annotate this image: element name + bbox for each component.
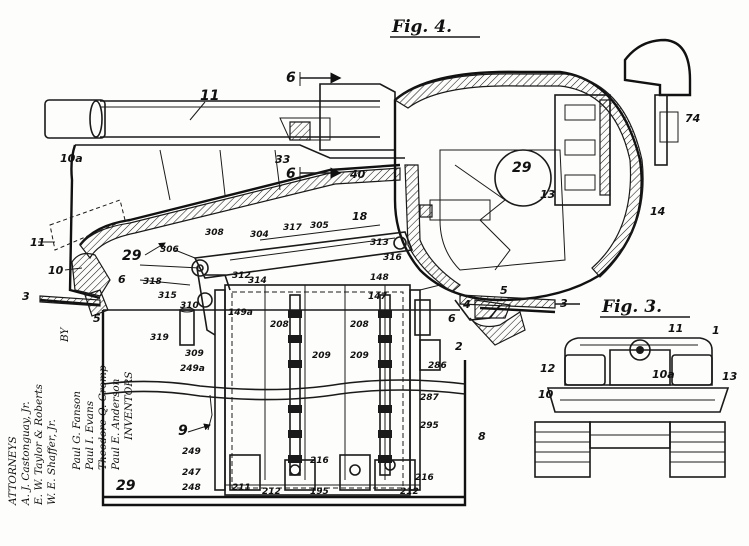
- ref-2: 2: [455, 340, 463, 353]
- ref-314: 314: [248, 276, 267, 286]
- ref-317: 317: [283, 223, 303, 233]
- ref-310: 310: [180, 301, 199, 311]
- ref-319: 319: [150, 333, 169, 343]
- gun-barrel: [44, 83, 396, 151]
- attorney-sig-1: W. E. Shaffer, Jr.: [46, 419, 58, 505]
- reference-labels: 11 10a 10 11 29 29 13 14 74 33 40 18 305…: [22, 88, 738, 497]
- attorney-sig-3: A. J. Castonguay, Jr.: [20, 401, 32, 506]
- inventors-heading: INVENTORS: [123, 372, 135, 441]
- ref-195: 195: [310, 487, 329, 497]
- sight-circle: [494, 149, 552, 207]
- ref-33: 33: [275, 153, 291, 166]
- ref-11: 11: [200, 88, 219, 104]
- ref-18: 18: [352, 210, 368, 223]
- inventor-name-3: Paul I. Evans: [84, 400, 96, 471]
- hull-upper: [38, 144, 405, 300]
- ref-10a: 10a: [60, 152, 83, 165]
- ref-212-right: 212: [400, 487, 419, 497]
- ref-4: 4: [462, 298, 471, 311]
- inventor-name-1: Paul E. Anderson: [110, 378, 122, 471]
- section-mark-top: 6: [286, 70, 296, 86]
- by-label: BY: [59, 326, 71, 343]
- ref-13-circle: 13: [540, 188, 556, 201]
- ref-216-right: 216: [415, 473, 434, 483]
- section-marks: 6 6: [286, 70, 342, 182]
- ref-312: 312: [232, 271, 251, 281]
- ref-148: 148: [370, 273, 389, 283]
- ref-304: 304: [250, 230, 269, 240]
- ref-309: 309: [185, 349, 204, 359]
- ref-287: 287: [420, 393, 440, 403]
- ref-308: 308: [205, 228, 224, 238]
- ammo-rack: [101, 284, 467, 507]
- ref-208a: 208: [270, 320, 289, 330]
- ref-29-left: 29: [122, 248, 142, 264]
- ref-149a: 149a: [228, 308, 253, 318]
- ref-249a: 249a: [180, 364, 205, 374]
- ref-212-left: 212: [262, 487, 281, 497]
- inventor-name-2: Theodore Q. Cromp: [97, 365, 109, 470]
- ref-10: 10: [48, 264, 64, 277]
- fig3-ref-10a: 10a: [652, 368, 675, 381]
- ref-3-left: 3: [22, 290, 30, 303]
- ref-315: 315: [158, 291, 177, 301]
- fig3-ref-12: 12: [540, 362, 556, 375]
- attorney-sig-2: E. W. Taylor & Roberts: [33, 384, 45, 506]
- inventor-name-4: Paul G. Fanson: [71, 391, 83, 471]
- fig4-title: Fig. 4.: [390, 17, 480, 38]
- ref-306: 306: [160, 245, 179, 255]
- ref-8: 8: [478, 430, 486, 443]
- ref-208b: 208: [350, 320, 369, 330]
- fig3-ref-11: 11: [668, 322, 683, 335]
- fig3: Fig. 3.: [534, 297, 730, 478]
- ref-248: 248: [182, 483, 201, 493]
- ref-286: 286: [428, 361, 447, 371]
- inventors-block: ATTORNEYS A. J. Castonguay, Jr. E. W. Ta…: [7, 326, 135, 506]
- front-plates: [39, 289, 556, 346]
- ref-29-bottom: 29: [116, 478, 136, 494]
- ref-9: 9: [178, 423, 188, 439]
- ref-318: 318: [143, 277, 162, 287]
- ref-14: 14: [650, 205, 665, 218]
- ref-247: 247: [182, 468, 202, 478]
- ref-147: 147: [368, 292, 388, 302]
- fig3-ref-13: 13: [722, 370, 738, 383]
- ref-209b: 209: [350, 351, 369, 361]
- fig3-title-text: Fig. 3.: [601, 297, 662, 317]
- attorneys-heading: ATTORNEYS: [7, 436, 19, 506]
- fig4-title-text: Fig. 4.: [391, 17, 452, 37]
- ref-3-right: 3: [560, 297, 568, 310]
- ref-40: 40: [349, 168, 366, 181]
- chain-links-right: [378, 310, 392, 463]
- ref-29-circle: 29: [512, 160, 532, 176]
- ref-5-left: 5: [93, 312, 101, 325]
- ref-295: 295: [420, 421, 439, 431]
- ref-5-right: 5: [500, 284, 508, 297]
- ref-211: 211: [232, 483, 251, 493]
- fig3-ref-1: 1: [712, 324, 720, 337]
- ref-249: 249: [182, 447, 201, 457]
- fig3-ref-10: 10: [538, 388, 554, 401]
- ref-6-left: 6: [118, 273, 126, 286]
- ref-305: 305: [310, 221, 329, 231]
- turret: [393, 38, 692, 309]
- ref-74: 74: [685, 112, 700, 125]
- ref-209a: 209: [312, 351, 331, 361]
- chain-links-left: [288, 310, 302, 463]
- section-mark-bottom: 6: [286, 166, 296, 182]
- ref-6-right: 6: [448, 312, 456, 325]
- ref-313: 313: [370, 238, 389, 248]
- ref-11-ghost: 11: [30, 236, 45, 249]
- ref-216-left: 216: [310, 456, 329, 466]
- ref-316: 316: [383, 253, 402, 263]
